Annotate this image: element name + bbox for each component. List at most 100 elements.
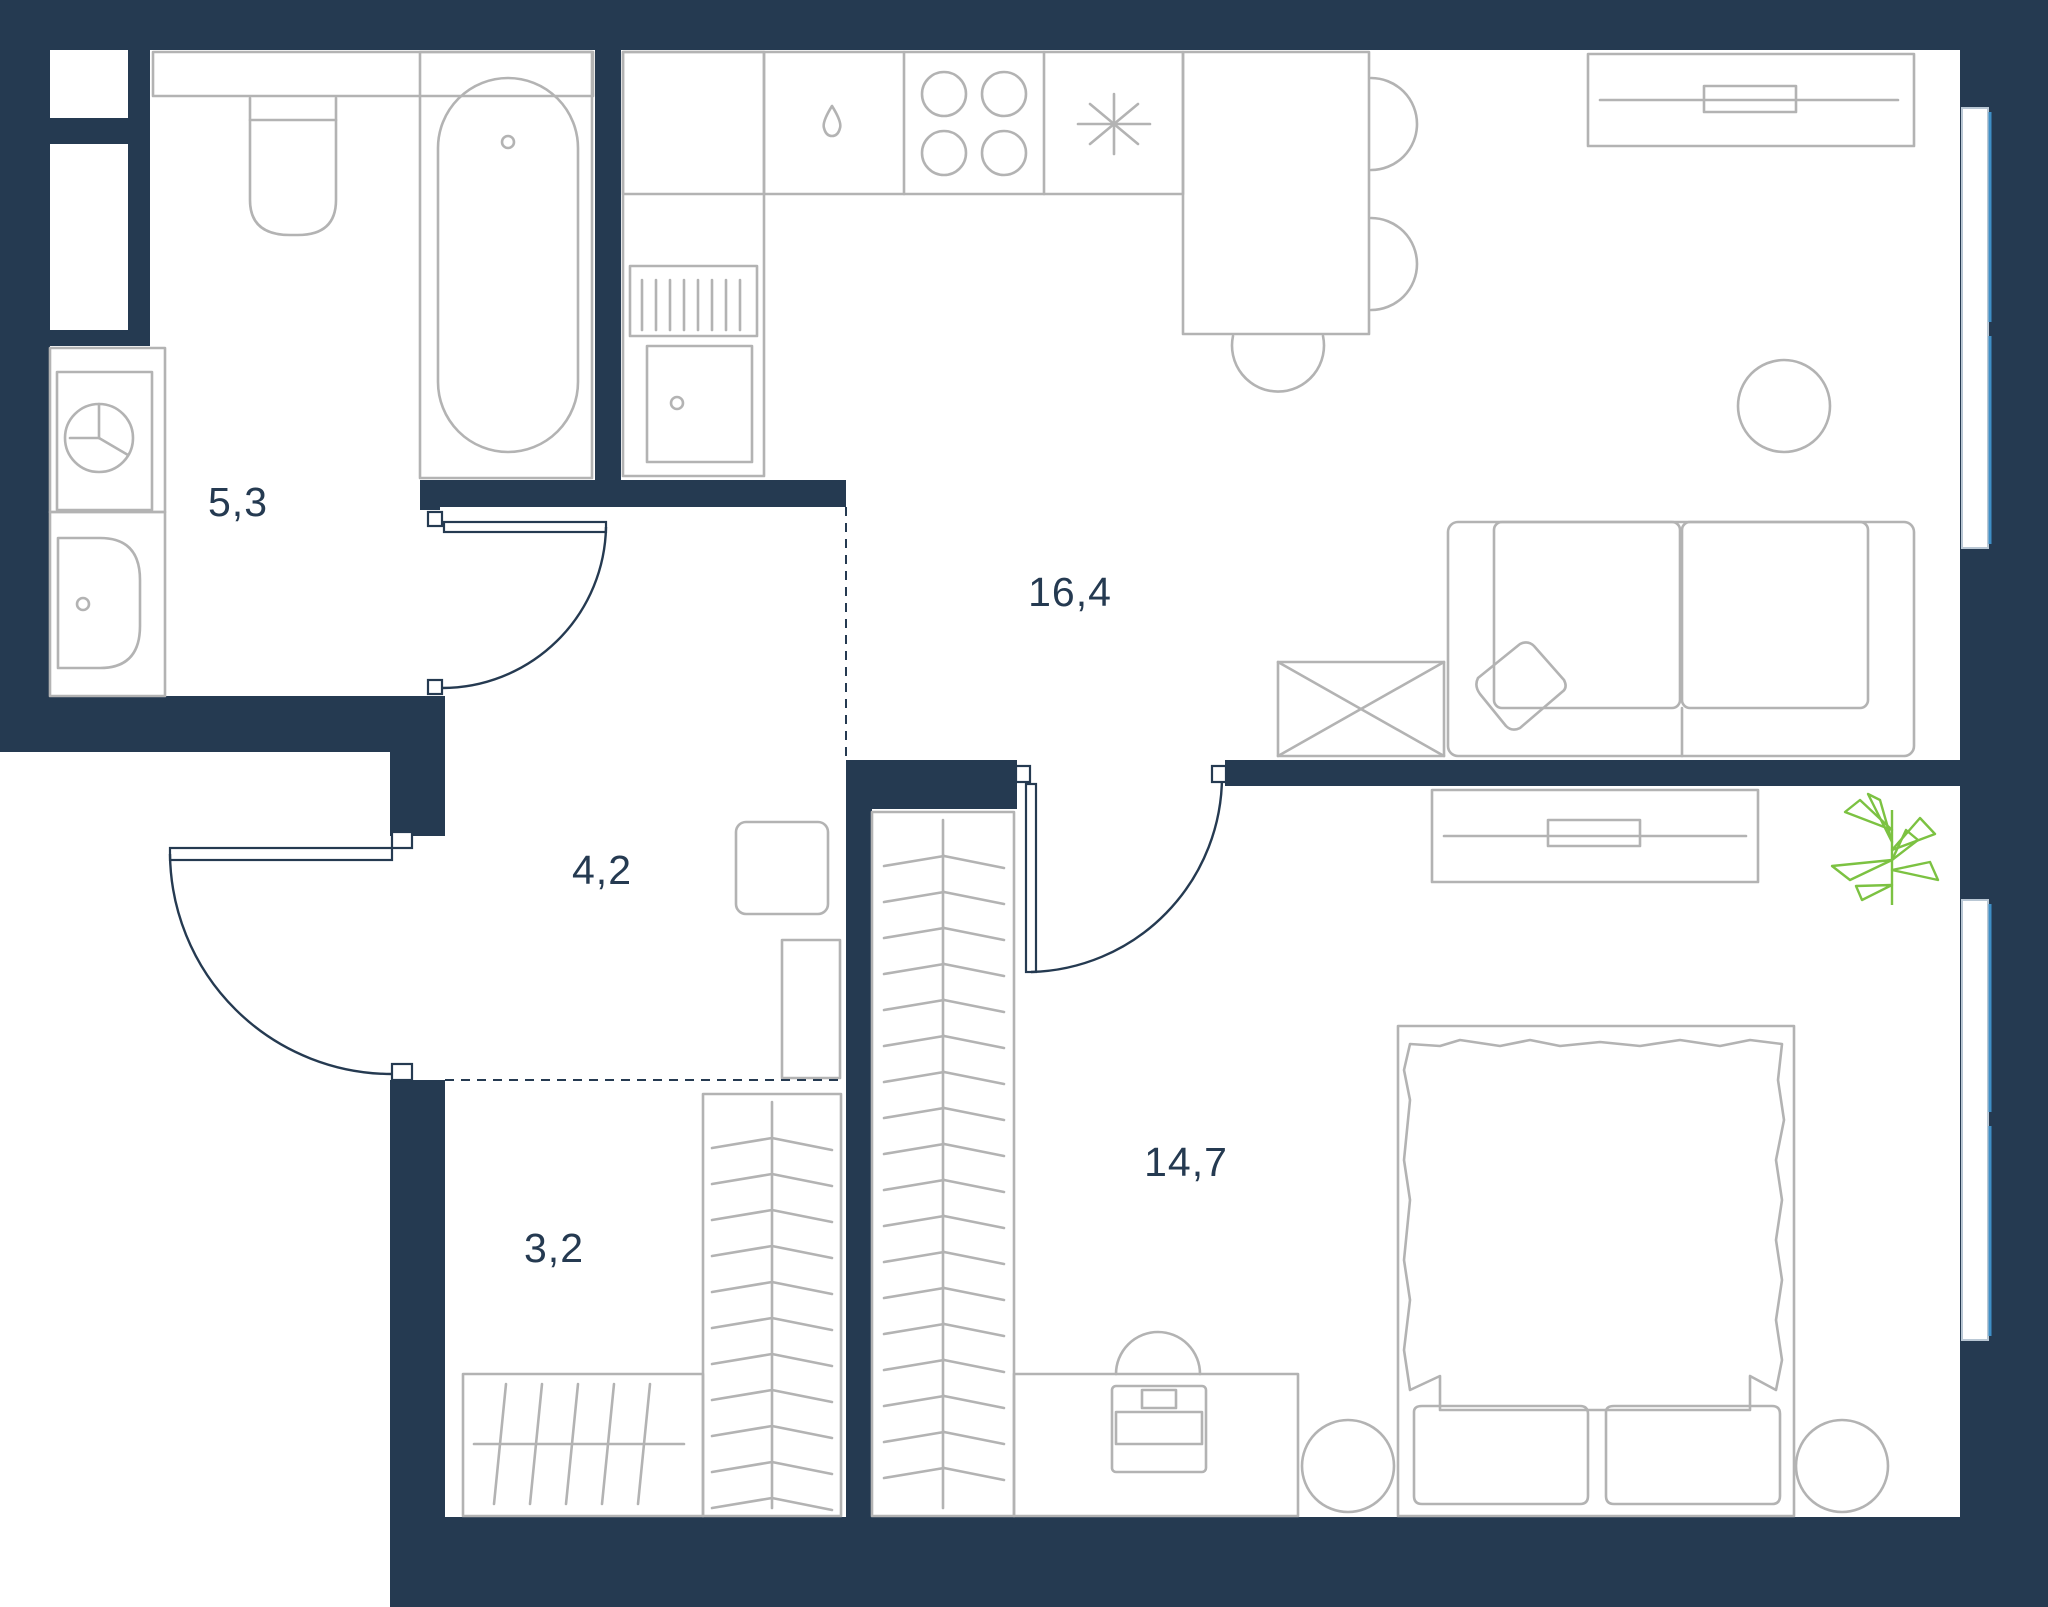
tv-icon: [1546, 818, 1642, 848]
desk: [1012, 1372, 1300, 1518]
hanger-line: [882, 1466, 946, 1480]
hanger-line: [882, 1034, 946, 1048]
hanger-line: [770, 1352, 834, 1368]
ottoman: [734, 820, 830, 916]
hanger-line: [942, 1178, 1006, 1194]
hanger-line: [942, 998, 1006, 1014]
hanger-line: [882, 926, 946, 940]
hanger-line: [942, 1142, 1006, 1158]
tv-stand: [1586, 52, 1916, 148]
snowflake-icon: [1076, 92, 1152, 156]
hanger-line: [882, 998, 946, 1012]
hanger-line: [942, 1322, 1006, 1338]
hanger-line: [942, 854, 1006, 870]
hanger-line: [882, 1322, 946, 1336]
hanger-line: [770, 1388, 834, 1404]
pillow-icon: [1475, 641, 1567, 731]
hanger-line: [710, 1460, 774, 1474]
hanger-line: [710, 1352, 774, 1366]
hanger-line: [942, 962, 1006, 978]
hanger-line: [942, 926, 1006, 942]
plant-icon: [1830, 792, 1940, 905]
entrance-door[interactable]: [168, 846, 394, 862]
area-label-wardrobe: 3,2: [524, 1225, 584, 1271]
doors[interactable]: [168, 510, 1228, 1082]
hanger-line: [770, 1460, 834, 1476]
hanger-line: [770, 1280, 834, 1296]
hanger-line: [882, 1358, 946, 1372]
hanger-line: [942, 1466, 1006, 1482]
area-label-living-kitchen: 16,4: [1028, 569, 1112, 615]
hanger-line: [710, 1208, 774, 1222]
sink-icon: [56, 536, 142, 670]
hanger-line: [942, 1286, 1006, 1302]
area-labels: 5,3 16,4 4,2 3,2 14,7: [208, 479, 1228, 1271]
coffee-table: [1276, 660, 1446, 758]
pouf: [1300, 1418, 1396, 1514]
chair-icon: [1369, 76, 1419, 172]
hanger-line: [882, 1286, 946, 1300]
windows: [1961, 107, 1992, 1341]
hanger-line: [770, 1496, 834, 1512]
hanger-line: [770, 1244, 834, 1260]
kitchen-furniture: [621, 50, 1916, 758]
hanger-line: [770, 1208, 834, 1224]
hanger-line: [942, 1214, 1006, 1230]
bedroom-furniture: [870, 788, 1940, 1518]
round-table: [1736, 358, 1832, 454]
tv-stand: [1430, 788, 1760, 884]
dishwasher-icon: [628, 264, 759, 338]
bed: [1396, 1024, 1796, 1518]
bathroom-furniture: [48, 50, 595, 698]
hanger-line: [882, 854, 946, 868]
oven-icon: [645, 344, 754, 464]
sewing-machine-icon: [1110, 1384, 1208, 1474]
hanger-line: [770, 1424, 834, 1440]
bathroom-door[interactable]: [442, 520, 608, 534]
hanger-line: [882, 1106, 946, 1120]
hanger-line: [710, 1172, 774, 1186]
water-drop-icon: [822, 104, 842, 138]
hanger-line: [942, 1358, 1006, 1374]
dining-table: [1181, 50, 1371, 336]
bathtub-icon: [418, 50, 594, 480]
area-label-hallway: 4,2: [572, 847, 632, 893]
chair-icon: [1114, 1330, 1202, 1376]
hanger-line: [882, 890, 946, 904]
toilet-icon: [248, 96, 338, 237]
hanger-line: [710, 1244, 774, 1258]
hallway-furniture: [445, 507, 847, 1081]
hanger-line: [882, 1250, 946, 1264]
hanger-line: [710, 1280, 774, 1294]
area-label-bedroom: 14,7: [1144, 1139, 1228, 1185]
hanger-line: [710, 1424, 774, 1438]
hanger-line: [882, 1394, 946, 1408]
tv-icon: [1702, 84, 1798, 114]
hanger-line: [942, 1034, 1006, 1050]
hanger-line: [882, 1214, 946, 1228]
hanger-line: [942, 1070, 1006, 1086]
hanger-line: [942, 1394, 1006, 1410]
hanger-line: [882, 1142, 946, 1156]
hanger-line: [710, 1496, 774, 1510]
hanger-line: [942, 890, 1006, 906]
hanger-line: [942, 1250, 1006, 1266]
area-label-bathroom: 5,3: [208, 479, 268, 525]
shoe-cabinet: [780, 938, 842, 1080]
pouf: [1794, 1418, 1890, 1514]
hanger-line: [770, 1172, 834, 1188]
hanger-line: [710, 1316, 774, 1330]
hanger-line: [882, 1070, 946, 1084]
chair-icon: [1230, 334, 1326, 393]
hanger-line: [770, 1136, 834, 1152]
hanger-line: [710, 1136, 774, 1150]
hanger-line: [942, 1430, 1006, 1446]
hanger-line: [770, 1316, 834, 1332]
bedroom-door[interactable]: [1024, 782, 1038, 974]
sofa: [1446, 520, 1916, 758]
hanger-line: [882, 1178, 946, 1192]
chair-icon: [1369, 216, 1419, 312]
hanger-line: [942, 1106, 1006, 1122]
